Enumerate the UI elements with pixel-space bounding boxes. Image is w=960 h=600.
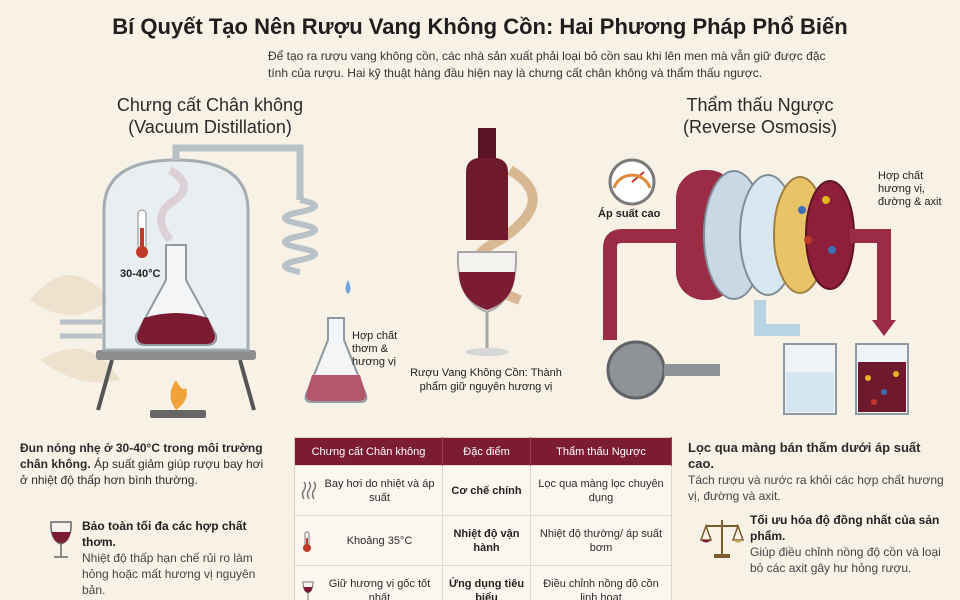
wine-in-glass	[459, 272, 515, 310]
apparatus-leg	[96, 359, 114, 411]
table-cell: Lọc qua màng lọc chuyên dụng	[530, 465, 672, 516]
vacuum-title-vi: Chưng cất Chân không	[116, 95, 304, 115]
connecting-pipe	[172, 144, 304, 200]
table-cell: Điều chỉnh nồng độ cồn linh hoạt	[530, 565, 672, 600]
optimize-note: Tối ưu hóa độ đồng nhất của sản phẩm. Gi…	[750, 512, 950, 576]
concentrate-pipe	[850, 229, 891, 320]
table-row: Giữ hương vị gốc tốt nhất Ứng dụng tiêu …	[294, 565, 672, 600]
wine-glass-icon	[302, 581, 314, 600]
vapor	[157, 166, 188, 243]
wine-bottle-and-glass	[456, 128, 538, 356]
concentrate-in-beaker	[858, 362, 906, 412]
table-cell: Khoảng 35°C	[346, 534, 413, 547]
optimize-note-body: Giúp điều chỉnh nồng độ cồn và loại bỏ c…	[750, 545, 941, 575]
reverse-osmosis-apparatus	[603, 158, 909, 415]
condenser-coil	[282, 197, 318, 275]
osmosis-title-vi: Thẩm thấu Ngược	[686, 95, 834, 115]
apparatus-leg	[238, 359, 256, 411]
membrane-disk	[805, 180, 855, 290]
page-title: Bí Quyết Tạo Nên Rượu Vang Không Cồn: Ha…	[112, 14, 848, 39]
table-cell: Bay hơi do nhiệt và áp suất	[324, 477, 435, 504]
water-in-beaker	[786, 372, 834, 412]
glass-base	[465, 348, 509, 356]
flame-icon	[170, 380, 187, 410]
balance-scale-icon	[700, 520, 744, 558]
osmosis-note-head: Lọc qua màng bán thấm dưới áp suất cao.	[688, 440, 921, 471]
comparison-table: Chưng cất Chân không Đặc điểm Thẩm thấu …	[294, 437, 672, 600]
collected-liquid	[306, 375, 366, 401]
table-header-osmosis: Thẩm thấu Ngược	[530, 437, 672, 466]
aroma-compounds-label: Hợp chất thơm & hương vị	[352, 330, 398, 368]
table-cell: Nhiệt độ thường/ áp suất bơm	[530, 515, 672, 566]
wine-glass-icon	[50, 521, 72, 558]
condensate-drop	[345, 280, 351, 294]
preserve-note-head: Bảo toàn tối đa các hợp chất thơm.	[82, 519, 247, 549]
table-cell: Cơ chế chính	[442, 465, 531, 516]
osmosis-title-en: (Reverse Osmosis)	[682, 117, 838, 137]
steam-icon	[301, 481, 317, 500]
intro-text: Để tạo ra rượu vang không cồn, các nhà s…	[268, 49, 826, 80]
apparatus-base	[96, 350, 256, 360]
table-row: Bay hơi do nhiệt và áp suất Cơ chế chính…	[294, 465, 672, 516]
flow-arrow	[872, 320, 896, 336]
center-caption: Rượu Vang Không Cồn: Thành phẩm giữ nguy…	[410, 367, 562, 393]
pump	[606, 340, 666, 400]
preserve-note-body: Nhiệt độ thấp hạn chế rủi ro làm hỏng ho…	[82, 551, 256, 597]
feed-pipe	[603, 229, 690, 340]
permeate-pipe	[754, 300, 800, 336]
temperature-label: 30-40°C	[120, 268, 161, 280]
vacuum-title-en: (Vacuum Distillation)	[128, 117, 292, 137]
leaf-decoration	[30, 275, 110, 315]
table-cell: Nhiệt độ vận hành	[442, 515, 531, 566]
optimize-note-head: Tối ưu hóa độ đồng nhất của sản phẩm.	[750, 513, 940, 543]
side-pipe	[60, 319, 104, 339]
vacuum-note-bold: Đun nóng nhẹ ở 30-40°C trong môi trường …	[20, 441, 263, 471]
vacuum-note-rest: Áp suất giảm giúp rượu bay hơi ở nhiệt đ…	[20, 457, 264, 487]
table-header-vacuum: Chưng cất Chân không	[294, 437, 443, 466]
table-cell: Giữ hương vị gốc tốt nhất	[328, 577, 431, 600]
illustration	[30, 128, 909, 418]
compounds-label: Hợp chất hương vị, đường & axit	[878, 170, 942, 208]
table-header-row: Chưng cất Chân không Đặc điểm Thẩm thấu …	[294, 437, 672, 466]
thermometer-icon	[136, 209, 148, 258]
osmosis-note-body: Tách rượu và nước ra khỏi các hợp chất h…	[688, 473, 944, 503]
vacuum-section-title: Chưng cất Chân không (Vacuum Distillatio…	[60, 94, 360, 138]
pressure-label: Áp suất cao	[598, 208, 661, 220]
burner	[150, 410, 206, 418]
table-header-feature: Đặc điểm	[442, 437, 531, 466]
wine-in-flask	[136, 313, 216, 344]
table-cell: Ứng dụng tiêu biểu	[442, 565, 531, 600]
gauge-arc	[612, 173, 652, 189]
wine-bottle	[466, 158, 508, 240]
thermometer-icon	[303, 531, 311, 552]
osmosis-section-title: Thẩm thấu Ngược (Reverse Osmosis)	[610, 94, 910, 138]
vacuum-distillation-apparatus	[60, 144, 368, 418]
vacuum-process-note: Đun nóng nhẹ ở 30-40°C trong môi trường …	[20, 440, 270, 488]
table-row: Khoảng 35°C Nhiệt độ vận hành Nhiệt độ t…	[294, 515, 672, 566]
preserve-note: Bảo toàn tối đa các hợp chất thơm. Nhiệt…	[82, 518, 282, 598]
osmosis-process-note: Lọc qua màng bán thấm dưới áp suất cao. …	[688, 440, 950, 504]
